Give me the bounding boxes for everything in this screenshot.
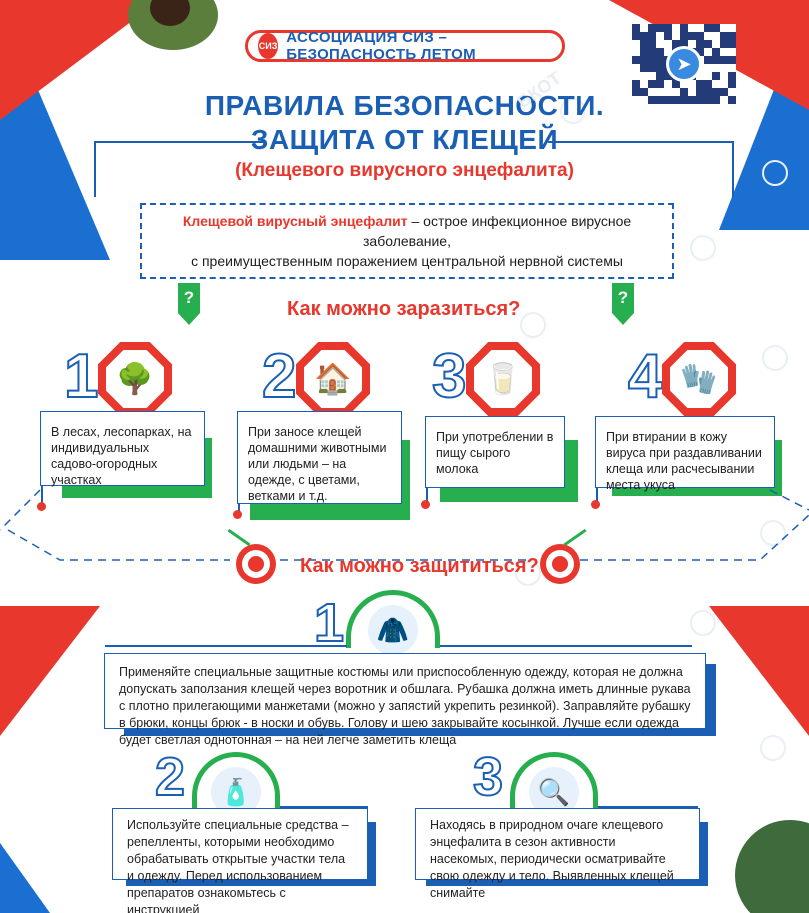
protection-text: Применяйте специальные защитные костюмы … <box>119 665 691 747</box>
watermark-logo-icon <box>515 560 541 586</box>
page-subtitle: (Клещевого вирусного энцефалита) <box>235 160 574 181</box>
protection-card: Используйте специальные средства – репел… <box>112 808 368 913</box>
watermark-logo-icon <box>762 160 788 186</box>
red-dot <box>591 500 600 509</box>
qr-code[interactable]: ➤ <box>632 24 736 104</box>
infection-card: В лесах, лесопарках, на индивидуальных с… <box>40 411 205 487</box>
watermark-logo-icon <box>520 312 546 338</box>
protection-number: 1 <box>313 593 345 653</box>
infection-text: При втирании в кожу вируса при раздавлив… <box>606 430 762 492</box>
question-tag-left: ? <box>178 283 200 325</box>
pet-house-icon: 🏠 <box>304 350 362 408</box>
infection-text: При употреблении в пищу сырого молока <box>436 430 554 476</box>
infection-card: При употреблении в пищу сырого молока <box>425 416 565 488</box>
decor-blue-triangle <box>0 843 50 913</box>
watermark-logo-icon <box>690 235 716 261</box>
frame-line <box>548 141 734 197</box>
protection-text: Находясь в природном очаге клещевого энц… <box>430 818 674 900</box>
question-mark-icon: ? <box>612 283 634 313</box>
infection-hexagon: 🌳 <box>98 342 172 416</box>
protection-card: Применяйте специальные защитные костюмы … <box>104 653 706 747</box>
telegram-icon: ➤ <box>666 46 702 82</box>
infection-card: При заносе клещей домашними животными ил… <box>237 411 402 504</box>
infection-section-title: Как можно заразиться? <box>287 298 521 320</box>
decor-red-triangle <box>709 606 809 736</box>
watermark-logo-icon <box>690 610 716 636</box>
frame-line <box>94 141 264 197</box>
infection-text: В лесах, лесопарках, на индивидуальных с… <box>51 425 192 487</box>
association-title: АССОЦИАЦИЯ СИЗ – БЕЗОПАСНОСТЬ ЛЕТОМ <box>286 29 476 63</box>
infection-number: 4 <box>627 342 664 411</box>
definition-rest: – острое инфекционное вирусное заболеван… <box>363 213 632 249</box>
protection-section-title: Как можно защититься? <box>300 555 539 577</box>
red-dot <box>421 500 430 509</box>
target-icon <box>236 544 276 584</box>
target-icon <box>540 544 580 584</box>
trees-icon: 🌳 <box>106 350 164 408</box>
infection-number: 3 <box>431 342 468 411</box>
protective-suit-icon: 🧥 <box>368 605 418 655</box>
milk-can-icon: 🥛 <box>474 350 532 408</box>
red-dot <box>37 502 46 511</box>
decor-leaf <box>735 820 809 913</box>
red-dot <box>233 510 242 519</box>
definition-term: Клещевой вирусный энцефалит <box>182 213 408 229</box>
protection-arch: 🧴 <box>192 752 280 817</box>
infection-text: При заносе клещей домашними животными ил… <box>248 425 387 503</box>
decor-red-triangle <box>0 606 100 736</box>
protection-card: Находясь в природном очаге клещевого энц… <box>415 808 700 900</box>
page-title-line2: ЗАЩИТА ОТ КЛЕЩЕЙ <box>250 124 559 155</box>
infection-hexagon: 🏠 <box>296 342 370 416</box>
definition-line1: Клещевой вирусный энцефалит – острое инф… <box>142 211 672 251</box>
dashed-connector <box>0 489 809 561</box>
protection-number: 2 <box>154 747 186 807</box>
question-tag-right: ? <box>612 283 634 325</box>
watermark-logo-icon <box>560 98 586 124</box>
definition-box: Клещевой вирусный энцефалит – острое инф… <box>140 203 674 279</box>
protection-number: 3 <box>472 747 504 807</box>
infection-number: 1 <box>63 342 100 411</box>
infection-hexagon: 🧤 <box>662 342 736 416</box>
watermark-logo-icon <box>760 735 786 761</box>
protection-text: Используйте специальные средства – репел… <box>127 818 349 913</box>
infection-hexagon: 🥛 <box>466 342 540 416</box>
siz-logo-icon: СИЗ <box>258 33 279 59</box>
glove-icon: 🧤 <box>670 350 728 408</box>
association-header: СИЗ АССОЦИАЦИЯ СИЗ – БЕЗОПАСНОСТЬ ЛЕТОМ <box>245 29 565 63</box>
protection-arch: 🔍 <box>510 752 598 817</box>
watermark-logo-icon <box>762 345 788 371</box>
page-title-line1: ПРАВИЛА БЕЗОПАСНОСТИ. <box>204 90 605 121</box>
definition-line2: с преимущественным поражением центрально… <box>191 253 623 269</box>
watermark-logo-icon <box>760 520 786 546</box>
infection-card: При втирании в кожу вируса при раздавлив… <box>595 416 775 492</box>
infection-number: 2 <box>261 342 298 411</box>
question-mark-icon: ? <box>178 283 200 313</box>
